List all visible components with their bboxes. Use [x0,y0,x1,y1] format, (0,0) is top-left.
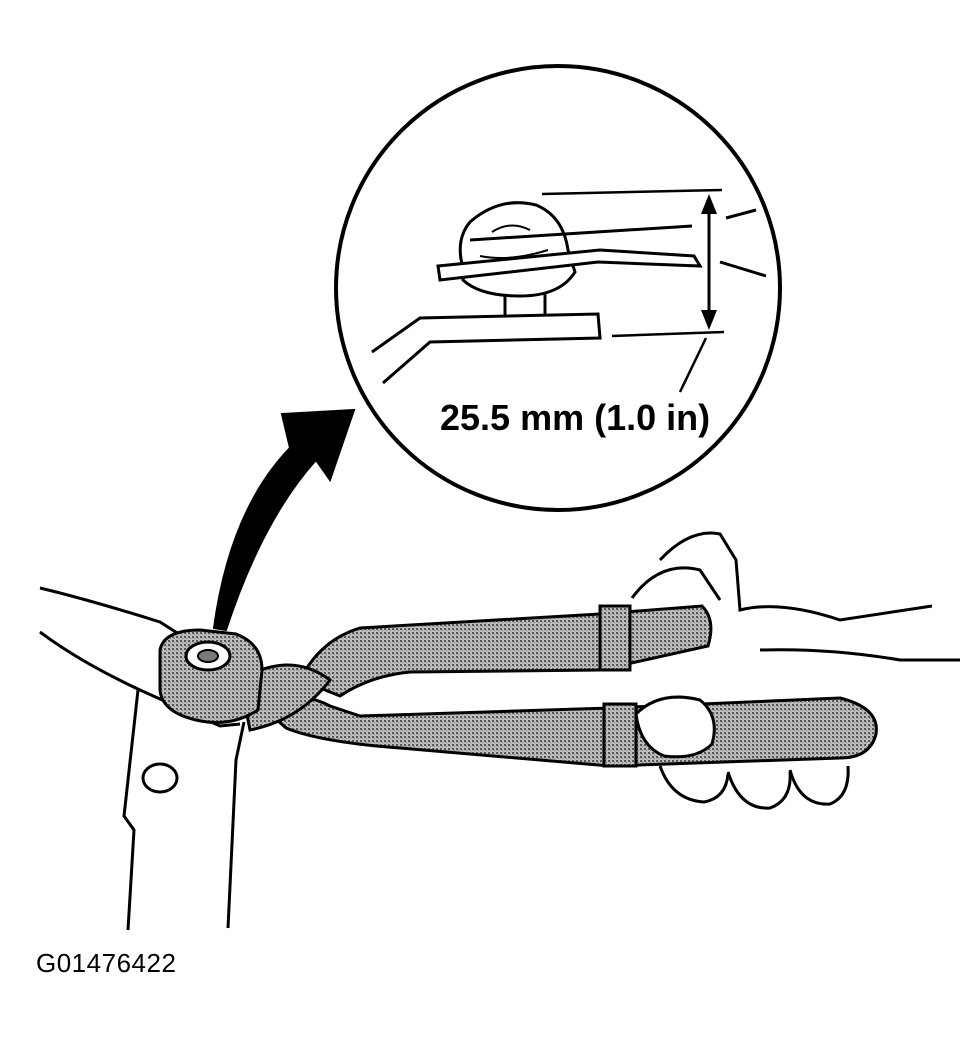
dimension-label: 25.5 mm (1.0 in) [440,397,710,438]
finger-top [630,566,722,601]
panel-right-side [226,721,246,929]
dimension-extension-top [541,188,723,196]
rod-wire [469,224,693,242]
clip-flange [436,248,703,282]
dimension-arrowhead-top [701,194,717,214]
panel-lower-edge [39,630,241,728]
lower-handle [246,692,878,768]
hand-back [658,531,933,622]
panel-top-edge [39,586,183,638]
dimension-extension-bottom [611,330,725,338]
hand-wrist [759,648,960,662]
clip-pliers-tool [158,604,878,768]
tool-pivot [238,663,333,732]
finger-3 [788,765,850,806]
finger-2 [726,771,792,810]
leader-line [678,337,708,393]
panel-hole [141,762,179,794]
hand [630,531,960,810]
upper-handle [297,604,713,698]
finger-1 [658,765,730,804]
upper-grip-sleeve [598,604,632,672]
panel-left-side [122,689,140,931]
dimension-arrowhead-bottom [701,310,717,330]
thumb [634,695,716,759]
pointer-arrow [212,408,356,632]
tick-mark-lower [719,260,767,278]
tool-head-socket-inner [197,649,219,663]
base-plate [371,312,602,385]
tick-mark-upper [725,208,757,220]
detail-callout: 25.5 mm (1.0 in) [334,64,782,512]
figure-id: G01476422 [36,948,177,978]
body-panel [39,586,246,931]
lower-grip-sleeve [602,702,638,768]
